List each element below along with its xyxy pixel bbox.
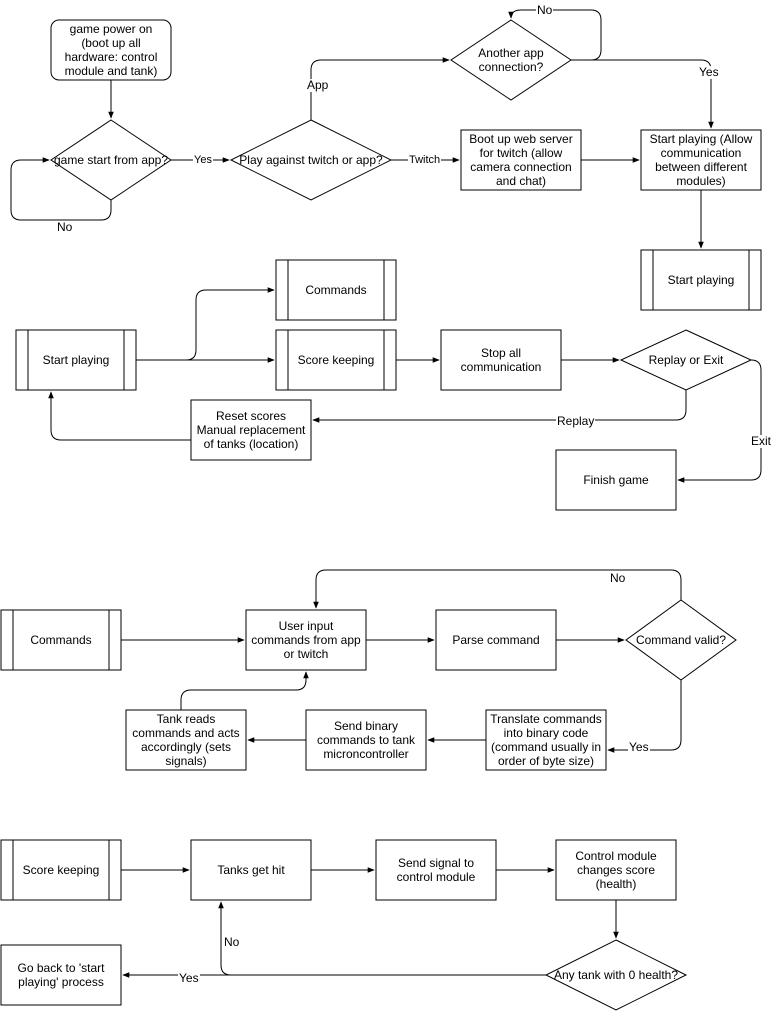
commands-subprocess-2 [0, 609, 122, 671]
score-keeping-label-1: Score keeping [297, 353, 375, 367]
edge-label-valid-yes: Yes [628, 740, 650, 754]
parse-command-label: Parse command [452, 633, 540, 647]
commands-label-2: Commands [30, 633, 92, 647]
finish-game-node [555, 449, 677, 511]
start-playing-label: Start playing [42, 353, 110, 367]
edge-valid-yes [607, 680, 682, 753]
tank-reads-node [125, 709, 247, 771]
edge-replay [312, 390, 687, 423]
start-playing-subprocess-1 [640, 249, 762, 311]
tank-reads-label: Tank reads commands and acts accordingly… [132, 712, 240, 768]
start-playing-sub-label: Start playing [667, 273, 735, 287]
stop-communication-label: Stop all communication [460, 346, 542, 374]
translate-label: Translate commands into binary code (com… [490, 712, 602, 768]
zero-health-label: Any tank with 0 health? [553, 968, 679, 982]
edge-label-yes-right: Yes [698, 65, 720, 79]
power-on-label: game power on (boot up all hardware: con… [64, 22, 158, 78]
send-signal-node [375, 839, 497, 901]
edge-to-commands [136, 287, 275, 361]
edge-label-no: No [56, 220, 74, 234]
edge-label-replay: Replay [556, 414, 596, 428]
tanks-get-hit-node [190, 839, 312, 901]
edge-another-yes [571, 59, 714, 129]
commands-subprocess-1 [275, 259, 397, 321]
parse-command-node [435, 609, 557, 671]
tanks-get-hit-label: Tanks get hit [217, 863, 285, 877]
user-input-label: User input commands from app or twitch [251, 619, 361, 661]
go-back-node [0, 944, 122, 1006]
edge-zero-no [218, 901, 546, 976]
another-app-decision [450, 19, 572, 101]
twitch-or-app-label: Play against twitch or app? [239, 153, 383, 167]
user-input-node [245, 609, 367, 671]
edge-label-valid-no: No [609, 571, 627, 585]
start-from-app-label: game start from app? [53, 153, 169, 167]
score-keeping-subprocess-1 [275, 329, 397, 391]
edge-valid-no [313, 569, 682, 609]
finish-game-label: Finish game [583, 473, 649, 487]
start-playing-allow-node [640, 129, 762, 191]
replay-or-exit-label: Replay or Exit [648, 353, 724, 367]
boot-web-server-label: Boot up web server for twitch (allow cam… [469, 132, 573, 188]
command-valid-label: Command valid? [635, 633, 727, 647]
start-playing-subprocess-2 [15, 329, 137, 391]
twitch-or-app-decision [229, 119, 393, 201]
edge-app [310, 57, 450, 120]
send-signal-label: Send signal to control module [396, 856, 476, 884]
edge-label-twitch: Twitch [408, 154, 442, 167]
another-app-label: Another app connection? [478, 46, 544, 74]
edge-exit [677, 359, 762, 483]
boot-web-server-node [460, 129, 582, 191]
edge-label-no-loop: No [536, 3, 554, 17]
reset-scores-node [190, 399, 312, 461]
commands-label-1: Commands [305, 283, 367, 297]
score-keeping-label-2: Score keeping [22, 863, 100, 877]
reset-scores-label: Reset scores Manual replacement of tanks… [196, 409, 306, 451]
edge-label-zero-yes: Yes [178, 971, 200, 985]
translate-node [485, 709, 607, 771]
control-module-node [555, 839, 677, 901]
edge-reset-to-start [48, 391, 191, 441]
edge-tank-to-input [180, 671, 309, 710]
edge-label-zero-no: No [223, 935, 241, 949]
edge-start-no-loop [10, 157, 112, 221]
control-module-label: Control module changes score (health) [575, 849, 657, 891]
send-binary-label: Send binary commands to tank microncontr… [316, 719, 416, 761]
start-playing-allow-label: Start playing (Allow communication betwe… [649, 132, 753, 188]
stop-communication-node [440, 329, 562, 391]
score-keeping-subprocess-2 [0, 839, 122, 901]
edge-label-app: App [306, 78, 330, 92]
edge-label-yes: Yes [193, 154, 213, 167]
zero-health-decision [544, 939, 688, 1011]
edge-label-exit: Exit [750, 434, 773, 448]
send-binary-node [305, 709, 427, 771]
edge-another-no-loop [508, 9, 602, 61]
go-back-label: Go back to 'start playing' process [17, 961, 105, 989]
